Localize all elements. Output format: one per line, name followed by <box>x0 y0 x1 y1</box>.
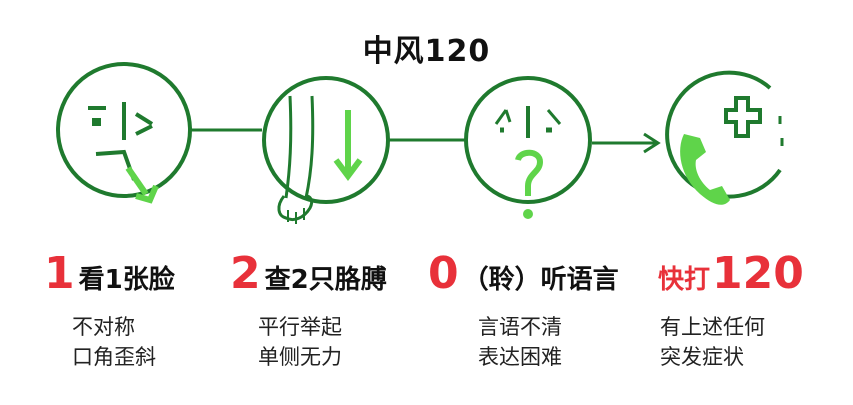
step-3-heading: 0 （聆）听语言 <box>428 248 619 299</box>
step-4-description: 有上述任何 突发症状 <box>660 312 765 372</box>
step-4-heading: 快打 120 <box>658 248 808 299</box>
description-line: 单侧无力 <box>258 345 342 369</box>
description-line: 有上述任何 <box>660 315 765 339</box>
description-line: 平行举起 <box>258 315 342 339</box>
step-label: （聆）听语言 <box>462 265 619 295</box>
step-label: 看1张脸 <box>78 265 175 295</box>
description-line: 口角歪斜 <box>72 345 156 369</box>
phone-call-icon <box>665 70 784 205</box>
step-2-description: 平行举起 单侧无力 <box>258 312 342 372</box>
page-title: 中风120 <box>362 34 491 69</box>
step-3-description: 言语不清 表达困难 <box>478 312 562 372</box>
description-line: 表达困难 <box>478 345 562 369</box>
step-label: 快打 <box>658 265 711 295</box>
step-1-heading: 1 看1张脸 <box>44 248 175 299</box>
emergency-number: 120 <box>712 248 804 299</box>
description-line: 不对称 <box>72 315 135 339</box>
description-line: 突发症状 <box>660 345 744 369</box>
step-label: 查2只胳膊 <box>264 265 387 295</box>
description-line: 言语不清 <box>478 315 562 339</box>
step-1-description: 不对称 口角歪斜 <box>72 312 156 372</box>
face-asymmetry-icon <box>56 62 192 204</box>
step-number: 0 <box>428 248 459 299</box>
arm-drop-icon <box>262 76 390 224</box>
arrow-icon <box>592 132 661 154</box>
step-2-heading: 2 查2只胳膊 <box>230 248 387 299</box>
step-number: 2 <box>230 248 261 299</box>
confused-face-icon <box>464 76 592 219</box>
step-number: 1 <box>44 248 75 299</box>
